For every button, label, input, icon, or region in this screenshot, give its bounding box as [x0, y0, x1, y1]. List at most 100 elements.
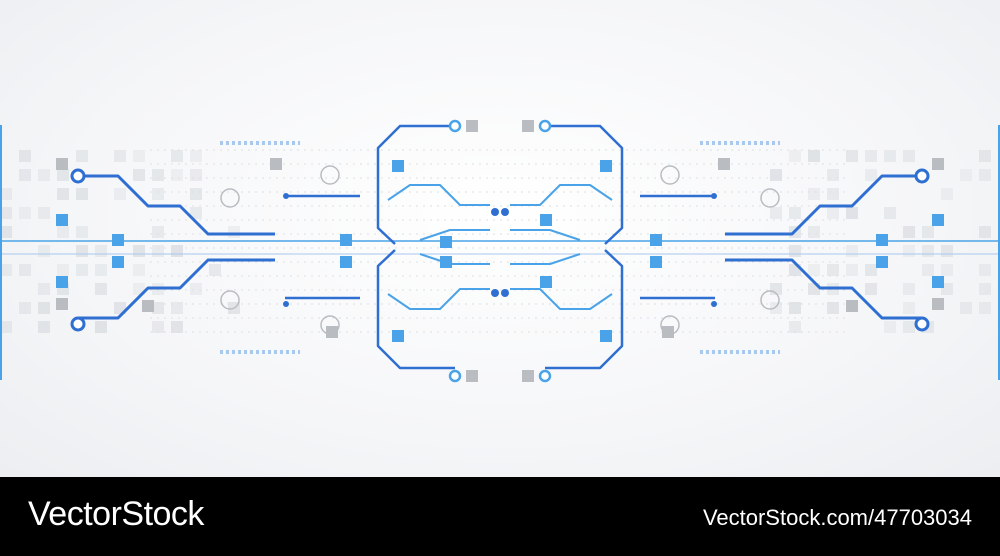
bg-square [903, 302, 915, 314]
bg-square [152, 245, 164, 257]
blue-chip [876, 256, 888, 268]
bg-square [19, 302, 31, 314]
bg-square [941, 245, 953, 257]
bg-square [941, 188, 953, 200]
bg-square [57, 188, 69, 200]
bg-square [38, 207, 50, 219]
bg-square [190, 188, 202, 200]
bg-square [95, 283, 107, 295]
bg-square [190, 150, 202, 162]
bg-square [190, 169, 202, 181]
bg-square [0, 226, 12, 238]
bg-square [808, 264, 820, 276]
bg-square [789, 302, 801, 314]
bg-square [922, 226, 934, 238]
frame-trace [376, 124, 455, 245]
grey-ring [660, 165, 680, 185]
bg-square [884, 150, 896, 162]
blue-chip [56, 214, 68, 226]
bg-square [152, 169, 164, 181]
bg-square [76, 150, 88, 162]
bg-square [827, 188, 839, 200]
trace-endpoint-small [538, 369, 552, 383]
bg-square [827, 207, 839, 219]
bg-square [903, 283, 915, 295]
blue-chip [56, 276, 68, 288]
bg-square [171, 321, 183, 333]
light-trace [387, 288, 490, 310]
grey-chip [466, 370, 478, 382]
grey-chip [846, 300, 858, 312]
bg-square [76, 264, 88, 276]
bg-square [808, 226, 820, 238]
trace-endpoint [914, 316, 930, 332]
frame-trace [376, 249, 455, 370]
bg-square [133, 264, 145, 276]
bg-square [884, 207, 896, 219]
bg-square [19, 150, 31, 162]
via-node [283, 193, 289, 199]
blue-chip [540, 276, 552, 288]
frame-trace [545, 249, 624, 370]
bg-square [846, 245, 858, 257]
bg-square [76, 226, 88, 238]
via-node [711, 193, 717, 199]
bg-square [76, 245, 88, 257]
trace-endpoint [70, 168, 86, 184]
bg-square [827, 302, 839, 314]
bg-square [865, 283, 877, 295]
bg-square [865, 169, 877, 181]
blue-chip [876, 234, 888, 246]
grey-chip [662, 326, 674, 338]
circuit-board-artwork [0, 0, 1000, 477]
bg-square [979, 150, 991, 162]
bg-square [133, 245, 145, 257]
light-trace-inner [510, 229, 581, 241]
bg-square [808, 150, 820, 162]
bg-square [846, 264, 858, 276]
blue-chip [932, 276, 944, 288]
blue-chip [650, 256, 662, 268]
bg-square [865, 264, 877, 276]
bg-square [808, 188, 820, 200]
bg-square [38, 283, 50, 295]
light-trace [510, 288, 613, 310]
blue-chip [340, 256, 352, 268]
bg-square [171, 245, 183, 257]
bg-square [152, 302, 164, 314]
blue-chip [112, 234, 124, 246]
grey-chip [466, 120, 478, 132]
via-node [283, 301, 289, 307]
grey-chip [326, 326, 338, 338]
bg-square [209, 264, 221, 276]
bg-square [171, 302, 183, 314]
bg-square [152, 321, 164, 333]
bg-square [171, 150, 183, 162]
grey-chip [718, 158, 730, 170]
trace-endpoint [70, 316, 86, 332]
bg-square [114, 150, 126, 162]
trace-endpoint [914, 168, 930, 184]
bg-square [960, 169, 972, 181]
bg-square [171, 169, 183, 181]
blue-chip [932, 214, 944, 226]
blue-chip [440, 236, 452, 248]
bg-square [38, 302, 50, 314]
bg-square [133, 169, 145, 181]
main-trace [78, 258, 275, 320]
bg-square [770, 302, 782, 314]
blue-chip [600, 330, 612, 342]
circuit-board-illustration [0, 119, 1000, 383]
grey-ring [320, 165, 340, 185]
bg-square [95, 245, 107, 257]
bg-square [846, 207, 858, 219]
center-node [491, 208, 499, 216]
bg-square [19, 264, 31, 276]
bg-square [865, 150, 877, 162]
bg-square [922, 264, 934, 276]
trace-endpoint-small [448, 369, 462, 383]
bg-square [789, 207, 801, 219]
bg-square [133, 150, 145, 162]
grey-chip [56, 298, 68, 310]
blue-chip [650, 234, 662, 246]
